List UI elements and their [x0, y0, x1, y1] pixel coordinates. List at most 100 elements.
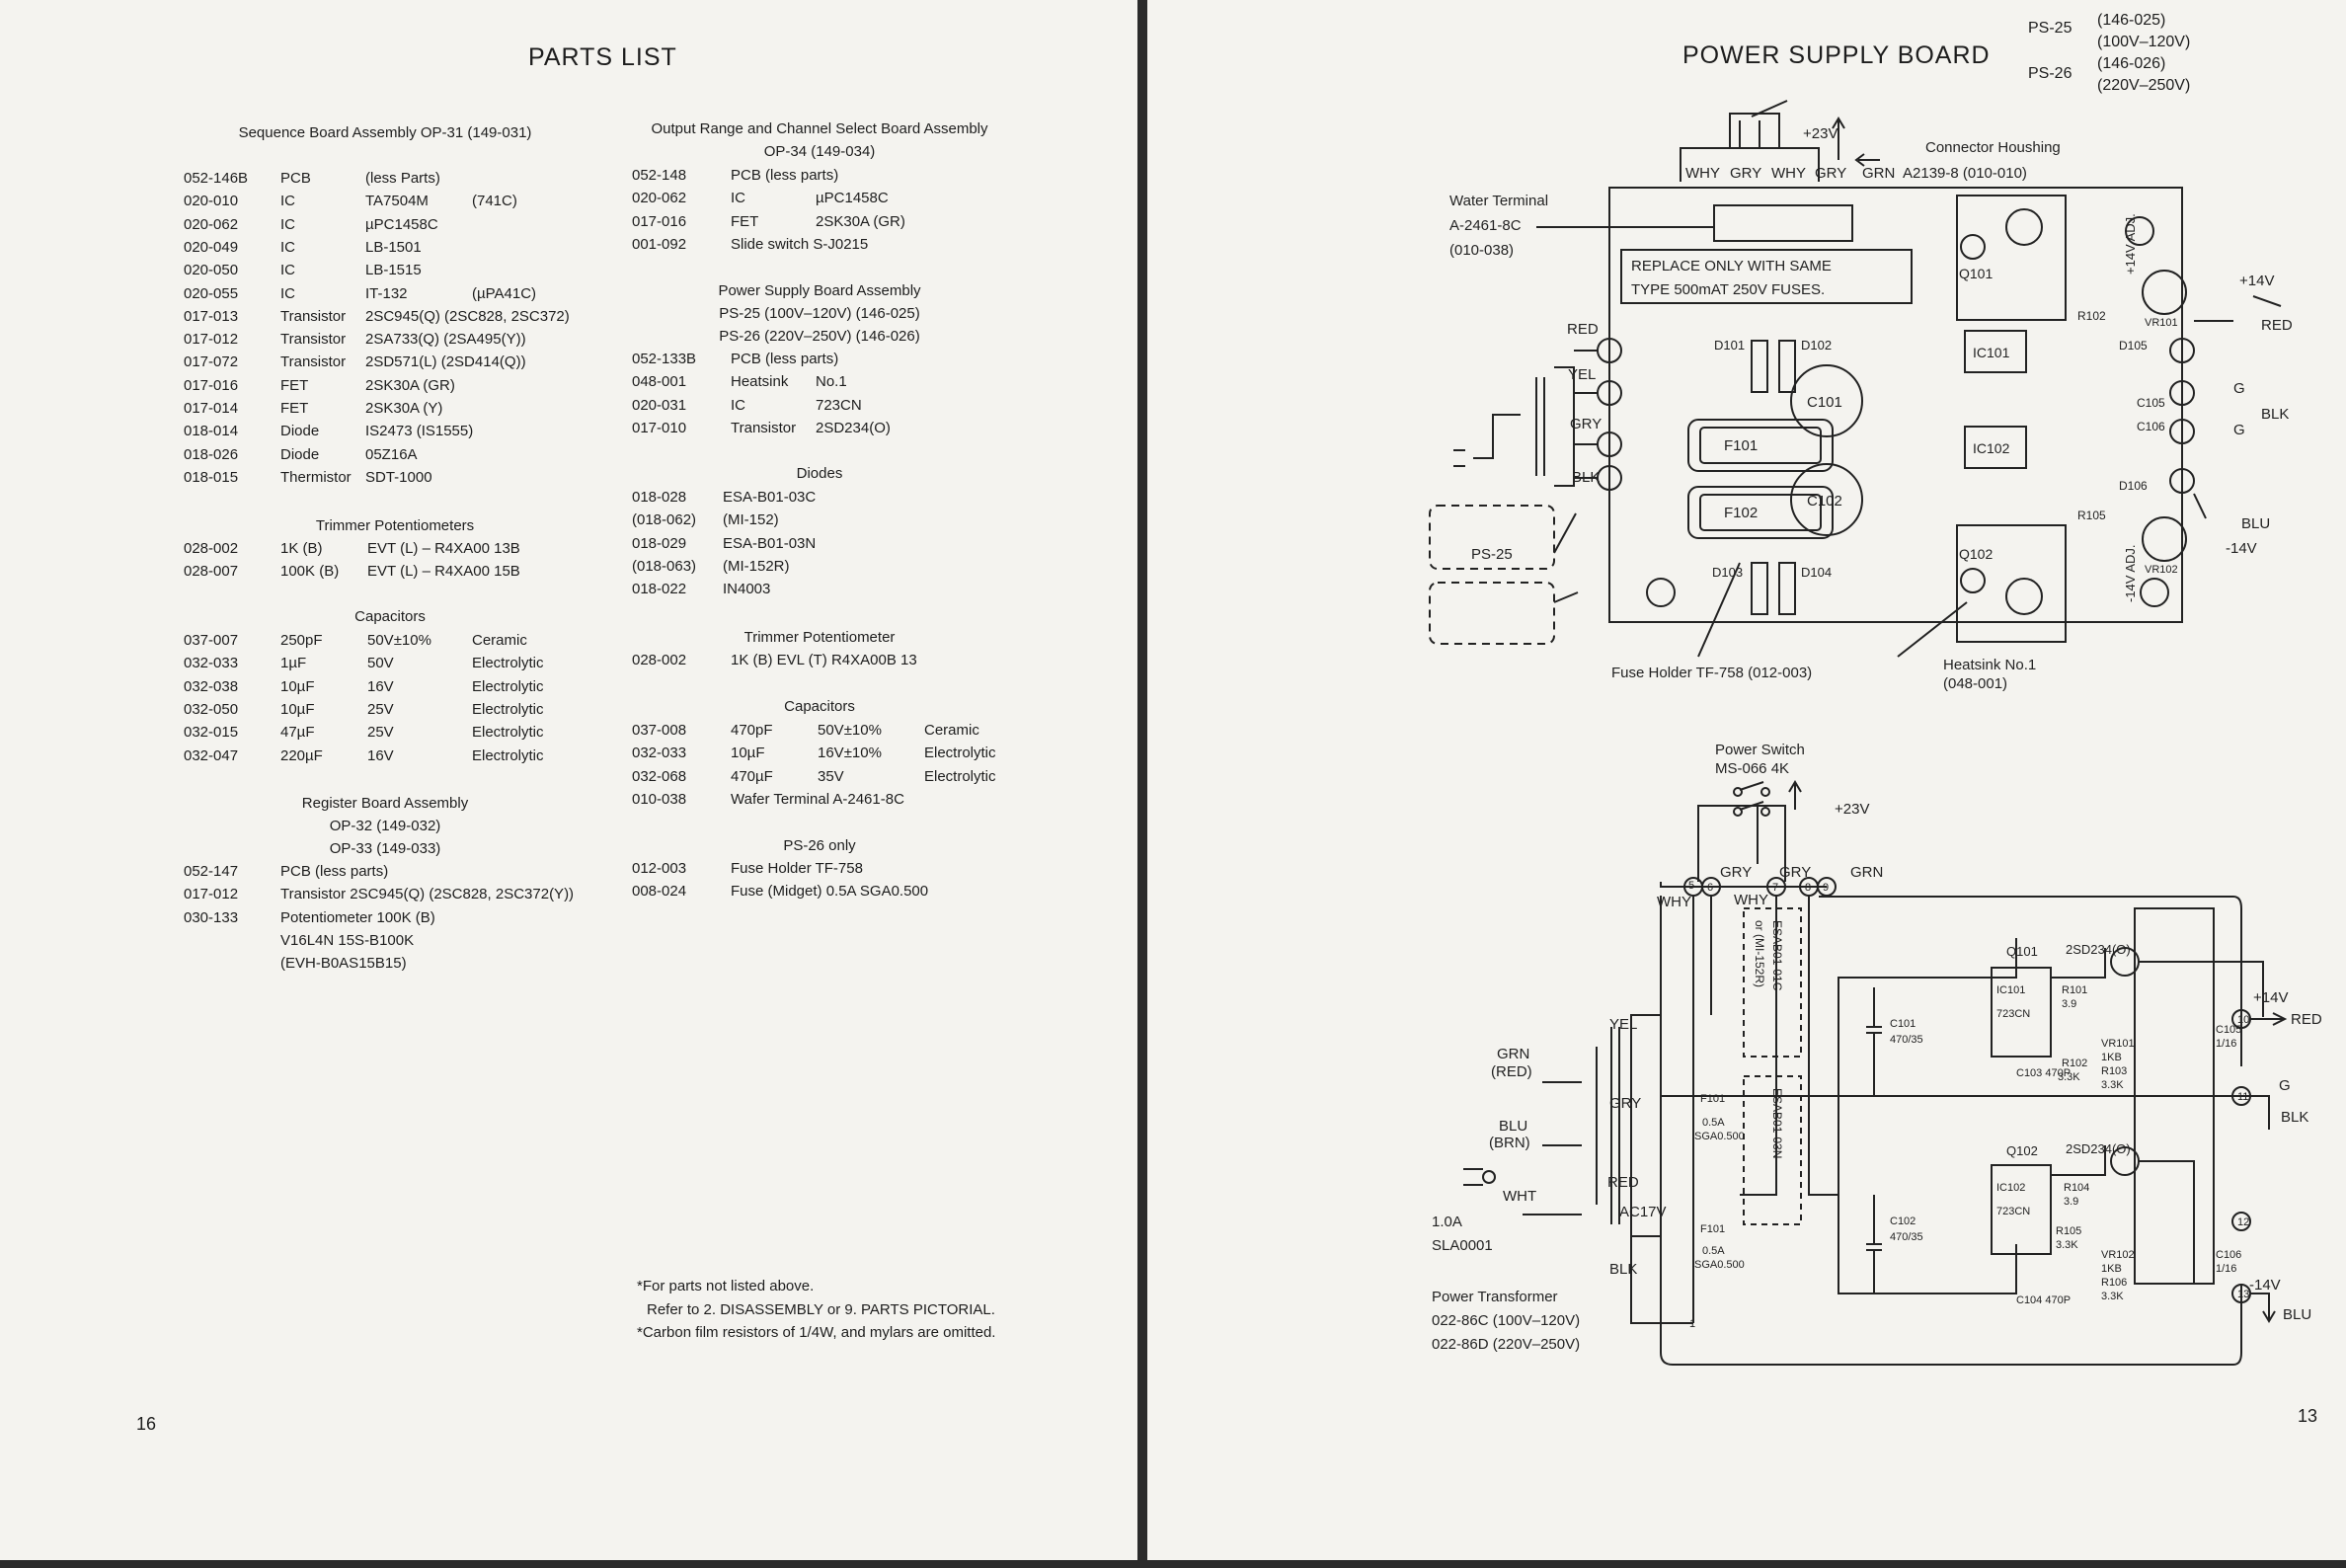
schem-diode-upper: ESAB01-01C	[1770, 920, 1784, 991]
schem-terminal-10: 10	[2237, 1014, 2249, 1026]
schem-r106: R106	[2101, 1277, 2127, 1289]
schem-terminal-5: 5	[1688, 880, 1694, 892]
schem-c102: C102	[1890, 1215, 1916, 1227]
model-ps26-voltage: (220V–250V)	[2097, 77, 2191, 94]
capacitors-cell: 25V	[367, 700, 394, 718]
board-connector-housing: Connector Houshing	[1925, 139, 2061, 156]
diodes-cell: 018-022	[632, 581, 687, 598]
board-adj-plus14v: +14V ADJ.	[2123, 213, 2138, 274]
capacitors2-cell: Electrolytic	[924, 767, 996, 785]
capacitors-cell: Electrolytic	[472, 677, 544, 695]
output-range-cell: 020-062	[632, 190, 687, 207]
trimmer-pots-cell: 028-007	[184, 563, 239, 581]
trimmer-pot-cell: 028-002	[632, 652, 687, 668]
capacitors2-cell: 032-033	[632, 745, 687, 762]
board-out-minus14v: -14V	[2226, 540, 2257, 557]
board-vr101: VR101	[2145, 317, 2178, 329]
board-c105: C105	[2137, 396, 2165, 410]
board-wire-yel: YEL	[1568, 366, 1596, 383]
capacitors-cell: 032-038	[184, 677, 239, 695]
capacitors2-cell: Wafer Terminal A-2461-8C	[731, 790, 904, 808]
schem-out-blk: BLK	[2281, 1109, 2308, 1126]
sequence-board-cell: IT-132	[365, 284, 408, 302]
register-board-cell: PCB (less parts)	[280, 863, 389, 880]
ps25-box-label: PS-25	[1471, 546, 1513, 563]
capacitors-cell: 032-050	[184, 700, 239, 718]
schem-r104-val: 3.9	[2064, 1196, 2078, 1208]
schem-q102-type: 2SD234(O)	[2066, 1141, 2131, 1156]
capacitors-cell: 220µF	[280, 746, 323, 764]
schem-c104: C104 470P	[2016, 1294, 2071, 1306]
schem-diode-upper-alt: or (MI-152R)	[1753, 920, 1766, 987]
trimmer-pots-heading: Trimmer Potentiometers	[315, 517, 475, 534]
heatsink-code: (048-001)	[1943, 675, 2007, 692]
schem-terminal-8: 8	[1805, 882, 1811, 894]
schem-primary-brn: (BRN)	[1489, 1135, 1530, 1151]
diodes-cell: 018-029	[632, 534, 687, 552]
schem-terminal-7: 7	[1772, 882, 1778, 894]
schem-c102-val: 470/35	[1890, 1231, 1923, 1243]
capacitors-cell: 50V±10%	[367, 632, 431, 649]
board-pictorial: +23V Connector Houshing A2139-8 (010-010…	[1429, 100, 2293, 692]
note-line-3: *Carbon film resistors of 1/4W, and myla…	[637, 1324, 996, 1341]
capacitors-cell: 037-007	[184, 632, 239, 649]
board-wire-why-2: WHY	[1771, 165, 1806, 182]
sequence-board-cell: IC	[280, 284, 295, 302]
model-ps25-voltage: (100V–120V)	[2097, 34, 2191, 50]
heatsink-label: Heatsink No.1	[1943, 657, 2036, 673]
trimmer-pots-cell: 028-002	[184, 540, 239, 557]
schem-f101-value: 0.5A	[1702, 1117, 1725, 1129]
board-wire-gry: GRY	[1570, 416, 1602, 432]
capacitors-cell: 25V	[367, 724, 394, 742]
ic102-chip	[1964, 426, 2027, 469]
sequence-board-cell: Thermistor	[280, 468, 352, 486]
ps26-only-cell: 012-003	[632, 860, 687, 877]
heatsink-q101	[1956, 195, 2067, 321]
schem-vr102-val: 1KB	[2101, 1263, 2122, 1275]
schem-c101-val: 470/35	[1890, 1034, 1923, 1046]
capacitors-cell: 16V	[367, 677, 394, 695]
psu-assembly-cell: PCB (less parts)	[731, 351, 839, 367]
capacitors-cell: 10µF	[280, 700, 315, 718]
schem-q102: Q102	[2006, 1143, 2038, 1158]
sequence-board-cell: IC	[280, 193, 295, 210]
heatsink-q102	[1956, 524, 2067, 643]
sequence-board-cell: Transistor	[280, 353, 347, 371]
trimmer-pots-cell: 1K (B)	[280, 540, 323, 557]
note-line-1: *For parts not listed above.	[637, 1278, 815, 1294]
board-wire-grn: GRN	[1862, 165, 1895, 182]
output-range-cell: PCB (less parts)	[731, 167, 839, 184]
sequence-board-cell: 020-062	[184, 215, 239, 233]
capacitors2-cell: 10µF	[731, 745, 765, 762]
vr102	[2142, 516, 2187, 562]
sequence-board-cell: 2SK30A (Y)	[365, 400, 443, 417]
vr101	[2142, 270, 2187, 315]
sequence-board-cell: Diode	[280, 423, 320, 440]
schem-vr101-val: 1KB	[2101, 1052, 2122, 1063]
schem-wire-yel: YEL	[1609, 1016, 1637, 1033]
sequence-board-cell: 017-012	[184, 331, 239, 349]
schem-out-red: RED	[2291, 1011, 2322, 1028]
warning-line-1: REPLACE ONLY WITH SAME	[1631, 258, 1832, 274]
sequence-board-cell: FET	[280, 400, 309, 417]
sequence-board-cell: FET	[280, 376, 309, 394]
board-wire-red: RED	[1567, 321, 1599, 338]
capacitors2-cell: 16V±10%	[818, 745, 882, 762]
schem-power-switch-part: MS-066 4K	[1715, 760, 1789, 777]
schem-f102-value: 0.5A	[1702, 1245, 1725, 1257]
capacitors-cell: 1µF	[280, 655, 307, 672]
board-d101: D101	[1714, 338, 1745, 353]
schem-c106-val: 1/16	[2216, 1263, 2236, 1275]
sequence-board-heading: Sequence Board Assembly OP-31 (149-031)	[238, 124, 532, 141]
capacitors2-cell: 35V	[818, 767, 844, 785]
capacitors2-cell: Electrolytic	[924, 745, 996, 762]
sequence-board-cell: 020-010	[184, 193, 239, 210]
power-supply-title: POWER SUPPLY BOARD	[1682, 41, 1991, 69]
sequence-board-cell: 020-055	[184, 284, 239, 302]
board-adj-minus14v: -14V ADJ.	[2123, 544, 2138, 602]
schem-f102-part: SGA0.500	[1694, 1259, 1745, 1271]
model-ps25-code: (146-025)	[2097, 12, 2166, 29]
sequence-board-cell: IC	[280, 215, 295, 233]
right-page: POWER SUPPLY BOARD PS-25 (146-025) (100V…	[1147, 0, 2346, 1560]
right-page-number: 13	[2298, 1406, 2318, 1426]
